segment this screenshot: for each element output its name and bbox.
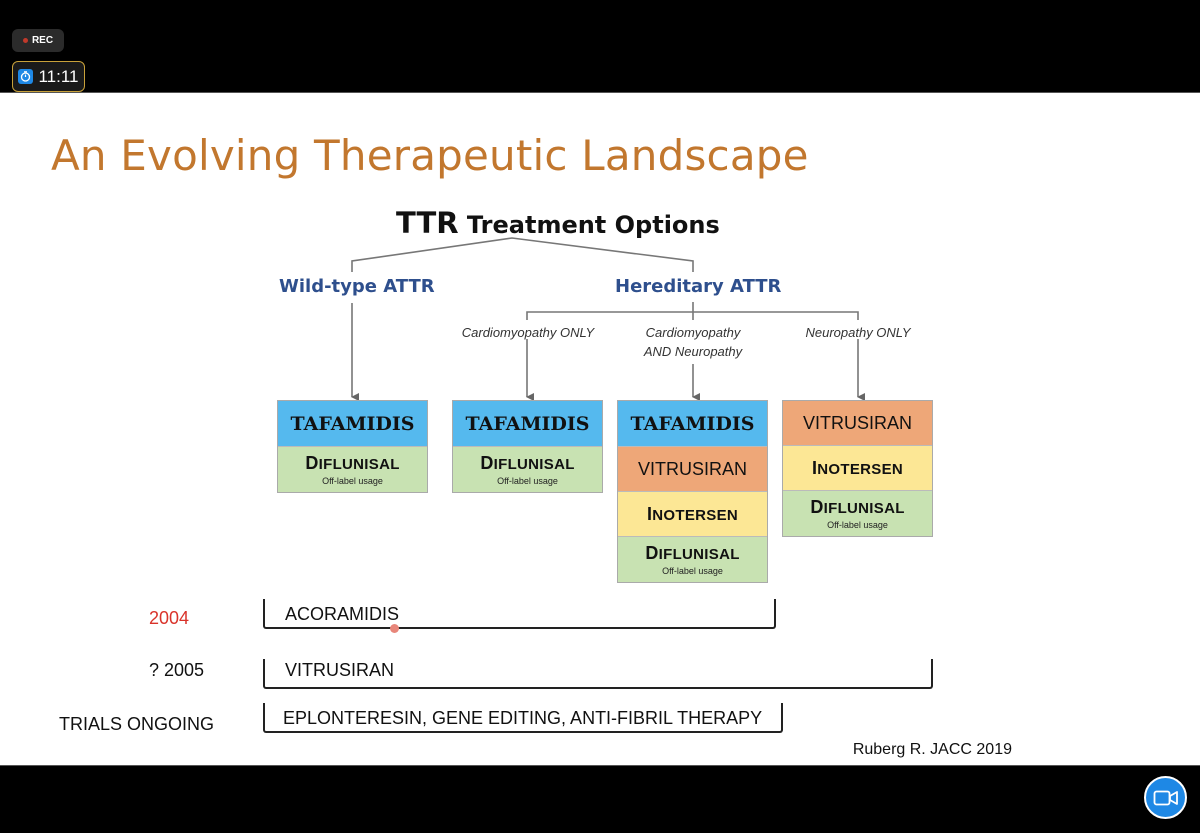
branch-wild-type: Wild-type ATTR [279, 276, 435, 297]
tree-connectors [351, 237, 865, 401]
root-label: Treatment Options [466, 211, 720, 239]
branch-hereditary: Hereditary ATTR [615, 276, 782, 297]
off-label-note: Off-label usage [662, 566, 723, 576]
timeline-bracket-acoramidis [263, 599, 776, 629]
subgroup-cardio-only: Cardiomyopathy ONLY [461, 325, 595, 340]
drug-diflunisal: DIFLUNISAL Off-label usage [453, 447, 602, 492]
subgroup-cardio-neuro-line2: AND Neuropathy [643, 344, 743, 359]
citation: Ruberg R. JACC 2019 [852, 741, 1012, 758]
drug-inotersen: INOTERSEN [783, 446, 932, 491]
timeline-text-trials: EPLONTERESIN, GENE EDITING, ANTI-FIBRIL … [283, 708, 763, 728]
root-ttr: TTR [396, 206, 459, 240]
drug-inotersen-label: INOTERSEN [646, 503, 739, 524]
stopwatch-icon [18, 69, 34, 84]
drug-diflunisal: DIFLUNISAL Off-label usage [783, 491, 932, 536]
subgroup-cardio-neuro-line1: Cardiomyopathy [645, 325, 741, 340]
timeline-label-2005: ? 2005 [149, 660, 205, 680]
slide-title: An Evolving Therapeutic Landscape [51, 131, 809, 180]
video-camera-icon [1153, 790, 1178, 805]
drug-inotersen: INOTERSEN [618, 492, 767, 537]
subgroup-neuro-only: Neuropathy ONLY [805, 325, 911, 340]
drug-inotersen-label: INOTERSEN [811, 457, 904, 478]
presentation-slide: An Evolving Therapeutic Landscape TTR Tr… [0, 92, 1200, 766]
timeline-text-acoramidis: ACORAMIDIS [285, 604, 400, 624]
column-cardio-neuro: TAFAMIDIS VITRUSIRAN INOTERSEN DIFLUNISA… [617, 400, 768, 583]
rec-label: REC [31, 35, 54, 46]
timeline-label-2004: 2004 [149, 608, 190, 628]
drug-diflunisal-label: DIFLUNISAL [305, 453, 400, 473]
drug-vitrusiran: VITRUSIRAN [618, 447, 767, 492]
drug-diflunisal-label: DIFLUNISAL [810, 497, 905, 517]
timer-value: 11:11 [38, 66, 79, 86]
off-label-note: Off-label usage [322, 476, 383, 486]
off-label-note: Off-label usage [827, 520, 888, 530]
drug-tafamidis: TAFAMIDIS [618, 401, 767, 447]
subgroup-cardio-neuro: Cardiomyopathy AND Neuropathy [613, 323, 773, 361]
drug-diflunisal-label: DIFLUNISAL [480, 453, 575, 473]
drug-vitrusiran: VITRUSIRAN [783, 401, 932, 446]
drug-diflunisal-label: DIFLUNISAL [645, 543, 740, 563]
recording-badge: REC [12, 29, 64, 52]
drug-diflunisal: DIFLUNISAL Off-label usage [278, 447, 427, 492]
column-neuro-only: VITRUSIRAN INOTERSEN DIFLUNISAL Off-labe… [782, 400, 933, 537]
pointer-cursor [390, 624, 399, 633]
timeline-label-trials: TRIALS ONGOING [59, 714, 215, 734]
timeline-bracket-vitrusiran [263, 659, 933, 689]
column-wild-type: TAFAMIDIS DIFLUNISAL Off-label usage [277, 400, 428, 493]
drug-diflunisal: DIFLUNISAL Off-label usage [618, 537, 767, 582]
session-timer[interactable]: 11:11 [12, 61, 85, 92]
column-cardio-only: TAFAMIDIS DIFLUNISAL Off-label usage [452, 400, 603, 493]
off-label-note: Off-label usage [497, 476, 558, 486]
timeline-bracket-trials [263, 703, 783, 733]
video-toggle-button[interactable] [1144, 776, 1187, 819]
root-node: TTR Treatment Options [396, 206, 720, 240]
drug-tafamidis: TAFAMIDIS [278, 401, 427, 447]
record-dot-icon [22, 38, 28, 43]
drug-tafamidis: TAFAMIDIS [453, 401, 602, 447]
timeline-text-vitrusiran: VITRUSIRAN [285, 660, 395, 680]
